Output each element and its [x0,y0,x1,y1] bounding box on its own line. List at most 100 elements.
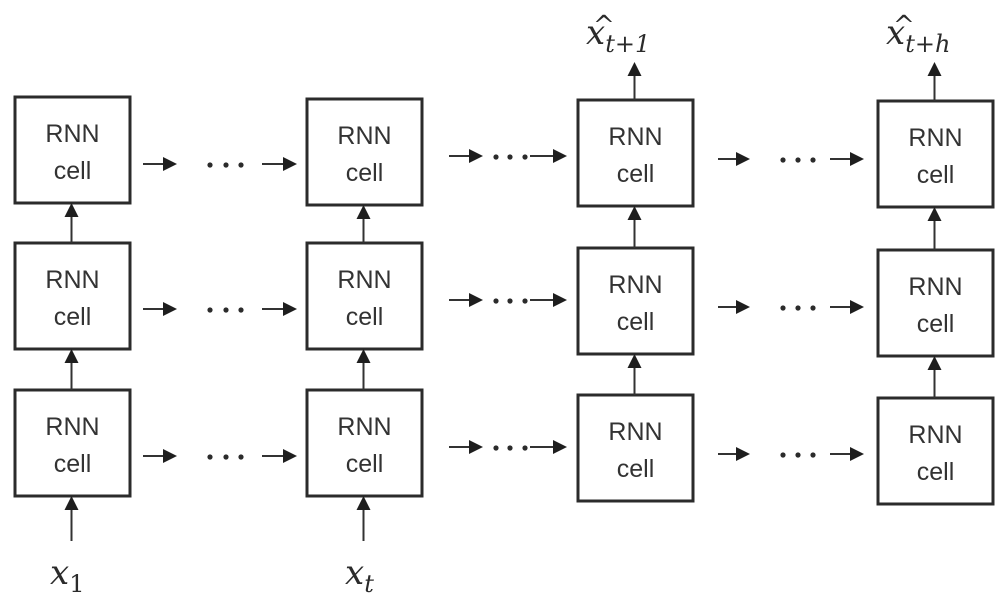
arrow-head-icon [927,356,942,370]
cell-label-rnn: RNN [608,123,662,151]
ellipsis-dot [522,445,528,451]
arrow-head-icon [356,496,371,510]
output-arrow-col4 [927,62,942,101]
arrow-head-icon [469,440,483,454]
cell-label-rnn: RNN [337,266,391,294]
ellipsis-dot [810,305,816,311]
ellipsis-dot [507,298,513,304]
arrow-col1-bot-to-mid [64,349,79,390]
arrow-c1-out-top [143,157,177,171]
arrow-head-icon [736,300,750,314]
cell-label-cell: cell [346,450,384,478]
ellipsis-dot [522,298,528,304]
ellipsis-dot [207,454,213,460]
output-t1-base: x [586,13,605,53]
cell-label-rnn: RNN [908,421,962,449]
cell-label-rnn: RNN [908,273,962,301]
arrow-head-icon [850,447,864,461]
arrow-c4-in-middle [830,300,864,314]
ellipsis-dot [238,307,244,313]
ellipsis-dot [522,154,528,160]
arrow-head-icon [850,300,864,314]
input-xt-subscript: t [364,570,374,597]
arrow-col2-mid-to-top [356,205,371,243]
ellipsis-c3-c4-middle [780,305,816,311]
cell-label-cell: cell [54,157,92,185]
arrow-c1-out-middle [143,302,177,316]
input-arrow-col1 [64,496,79,541]
ellipsis-dot [223,307,229,313]
output-t1-subscript: t+1 [605,30,650,58]
arrow-c3-in-top [530,149,567,163]
connectors-group [64,62,942,541]
arrow-c2-out-bottom [449,440,483,454]
rnn-cell-col4-middle: RNN cell [876,248,995,358]
arrow-head-icon [627,206,642,220]
arrow-col3-bot-to-mid [627,354,642,395]
cell-label-cell: cell [617,308,655,336]
ellipsis-dot [207,307,213,313]
cell-label-rnn: RNN [45,120,99,148]
input-arrow-col2 [356,496,371,541]
ellipsis-dot [795,305,801,311]
arrow-head-icon [163,157,177,171]
output-th-subscript: t+h [905,30,950,58]
cell-label-rnn: RNN [337,413,391,441]
cell-label-cell: cell [346,159,384,187]
output-hat-th: ^ [893,11,915,41]
rnn-cell-col2-bottom: RNN cell [305,388,424,498]
ellipsis-c1-c2-bottom [207,454,244,460]
arrow-head-icon [283,302,297,316]
arrow-col4-bot-to-mid [927,356,942,398]
ellipsis-dot [810,157,816,163]
arrow-head-icon [163,302,177,316]
ellipsis-dot [493,154,499,160]
cell-box [876,99,995,209]
ellipsis-dot [507,154,513,160]
cell-box [305,97,424,207]
ellipsis-dot [207,162,213,168]
ellipsis-c2-c3-middle [493,298,528,304]
arrow-head-icon [627,62,642,76]
ellipsis-dot [493,298,499,304]
ellipsis-dot [493,445,499,451]
arrow-col4-mid-to-top [927,207,942,250]
arrow-c2-in-middle [262,302,297,316]
ellipsis-dot [795,157,801,163]
arrow-c2-in-bottom [262,449,297,463]
ellipsis-c2-c3-bottom [493,445,528,451]
cell-label-rnn: RNN [45,413,99,441]
output-arrow-col3 [627,62,642,100]
arrow-head-icon [356,205,371,219]
arrow-c3-out-middle [718,300,750,314]
cell-box [576,246,695,356]
ellipsis-c3-c4-top [780,157,816,163]
cell-label-cell: cell [917,161,955,189]
cell-label-cell: cell [54,303,92,331]
arrow-head-icon [850,152,864,166]
ellipsis-dot [238,454,244,460]
arrow-head-icon [553,293,567,307]
cell-label-cell: cell [917,310,955,338]
arrow-head-icon [469,293,483,307]
ellipsis-dot [780,452,786,458]
input-xt-base: x [345,553,364,593]
input-label-xt: xt [345,553,374,597]
cell-box [13,388,132,498]
cell-label-rnn: RNN [608,271,662,299]
ellipsis-c3-c4-bottom [780,452,816,458]
arrow-col1-mid-to-top [64,203,79,243]
arrow-c4-in-top [830,152,864,166]
cell-box [305,241,424,351]
arrow-head-icon [927,62,942,76]
ellipsis-c1-c2-top [207,162,244,168]
ellipsis-dot [780,157,786,163]
input-x1-subscript: 1 [69,570,84,597]
cell-box [576,98,695,208]
arrow-head-icon [356,349,371,363]
